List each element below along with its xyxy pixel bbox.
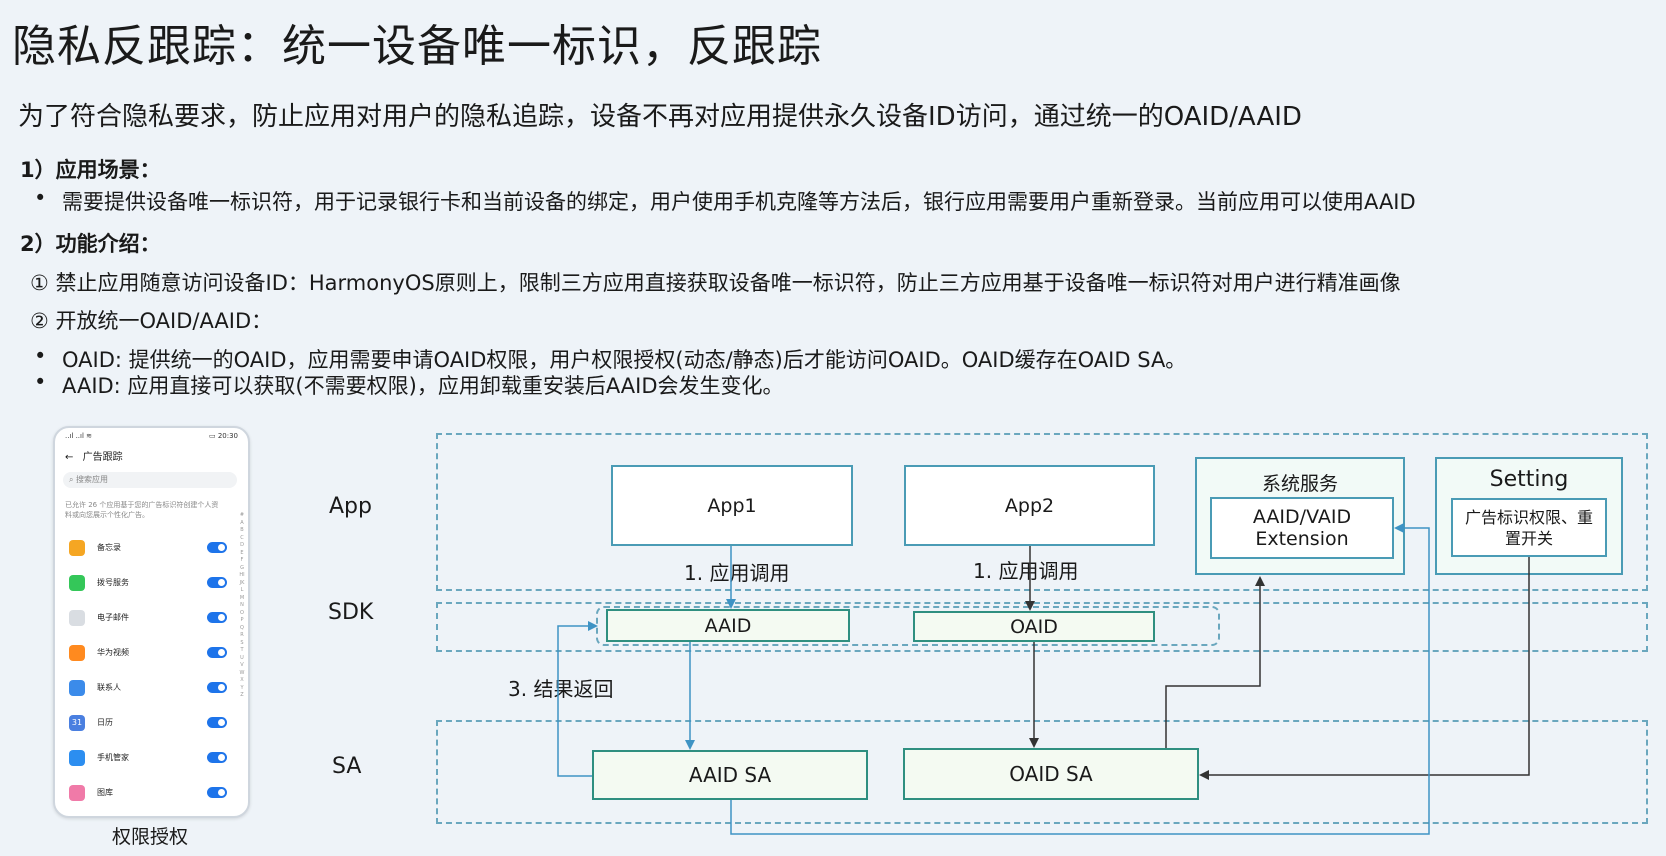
app-layer-region — [436, 433, 1648, 591]
shield-icon — [69, 750, 85, 766]
phone-caption: 权限授权 — [112, 826, 189, 848]
feature-item-1: ① 禁止应用随意访问设备ID：HarmonyOS原则上，限制三方应用直接获取设备… — [30, 271, 1401, 295]
aaid-bullet: AAID: 应用直接可以获取(不需要权限)，应用卸载重安装后AAID会发生变化。 — [34, 370, 783, 400]
sa-layer-region — [436, 720, 1648, 824]
aaid-vaid-extension-node: AAID/VAID Extension — [1210, 497, 1394, 559]
layer-label-sa: SA — [332, 754, 362, 779]
edge-label-app1-call: 1. 应用调用 — [684, 561, 790, 585]
oaid-sa-node: OAID SA — [903, 748, 1199, 800]
permission-toggle[interactable] — [207, 612, 227, 623]
app-row: 电子邮件 — [55, 604, 245, 638]
permission-toggle[interactable] — [207, 752, 227, 763]
battery-time: ▭ 20:30 — [208, 432, 238, 440]
app-row: 拨号服务 — [55, 569, 245, 603]
sdk-layer-region — [436, 602, 1648, 652]
app2-node: App2 — [904, 465, 1155, 546]
edge-aaidsa-extension — [730, 523, 1430, 835]
section-heading-scenario: 1）应用场景： — [20, 158, 161, 182]
section-heading-features: 2）功能介绍： — [20, 232, 161, 256]
app-name: 拨号服务 — [97, 578, 129, 587]
contacts-icon — [69, 680, 85, 696]
app-row: 31 日历 — [55, 709, 245, 743]
permission-toggle[interactable] — [207, 717, 227, 728]
phone-header: ← 广告跟踪 — [65, 448, 123, 463]
phone-description: 已允许 26 个应用基于您的广告标识符创建个人资料或向您展示个性化广告。 — [65, 501, 219, 519]
app-name: 联系人 — [97, 683, 121, 692]
app-row: 手机管家 — [55, 744, 245, 778]
app-name: 图库 — [97, 788, 113, 797]
memo-icon — [69, 540, 85, 556]
scenario-bullet: 需要提供设备唯一标识符，用于记录银行卡和当前设备的绑定，用户使用手机克隆等方法后… — [34, 186, 1416, 216]
layer-label-sdk: SDK — [328, 600, 374, 625]
app-row: 联系人 — [55, 674, 245, 708]
permission-toggle[interactable] — [207, 787, 227, 798]
calendar-icon: 31 — [69, 715, 85, 731]
app-name: 日历 — [97, 718, 113, 727]
app-name: 备忘录 — [97, 543, 121, 552]
mail-icon — [69, 610, 85, 626]
feature-item-2: ② 开放统一OAID/AAID： — [30, 309, 273, 333]
app-row: 备忘录 — [55, 534, 245, 568]
app-row: 图库 — [55, 779, 245, 813]
oaid-sdk-node: OAID — [913, 611, 1155, 642]
permission-toggle[interactable] — [207, 542, 227, 553]
signal-icon: ..ıl ..ıl ≋ — [65, 432, 92, 440]
setting-label: Setting — [1489, 467, 1569, 492]
phone-search-input[interactable]: ⌕ 搜索应用 — [63, 472, 237, 488]
edge-label-result-return: 3. 结果返回 — [508, 677, 614, 701]
search-placeholder: 搜索应用 — [76, 475, 109, 484]
system-service-label: 系统服务 — [1261, 473, 1338, 495]
permission-toggle[interactable] — [207, 577, 227, 588]
oaid-bullet: OAID: 提供统一的OAID，应用需要申请OAID权限，用户权限授权(动态/静… — [34, 344, 1186, 374]
page-title: 隐私反跟踪：统一设备唯一标识，反跟踪 — [12, 21, 822, 72]
phone-header-title: 广告跟踪 — [82, 452, 123, 463]
back-arrow-icon[interactable]: ← — [65, 452, 74, 463]
page-subtitle: 为了符合隐私要求，防止应用对用户的隐私追踪，设备不再对应用提供永久设备ID访问，… — [18, 102, 1302, 132]
layer-label-app: App — [329, 494, 372, 519]
app-row: 华为视频 — [55, 639, 245, 673]
app1-node: App1 — [611, 465, 853, 546]
app-name: 手机管家 — [97, 753, 129, 762]
permission-toggle[interactable] — [207, 682, 227, 693]
video-icon — [69, 645, 85, 661]
aaid-sa-node: AAID SA — [592, 750, 868, 800]
phone-icon — [69, 575, 85, 591]
edge-oaidsa-extension — [1165, 576, 1265, 748]
edge-result-return — [557, 621, 598, 777]
aaid-sdk-node: AAID — [606, 609, 850, 642]
permission-toggle[interactable] — [207, 647, 227, 658]
search-icon: ⌕ — [69, 475, 74, 484]
alphabet-index[interactable]: #ABCDEFGHIJKLMNOPQRSTUVWXYZ — [239, 512, 245, 698]
phone-mockup: ..ıl ..ıl ≋ ▭ 20:30 ← 广告跟踪 ⌕ 搜索应用 已允许 26… — [53, 426, 250, 818]
edge-setting-oaidsa — [1199, 557, 1530, 780]
ad-permission-node: 广告标识权限、重置开关 — [1451, 498, 1607, 557]
gallery-icon — [69, 785, 85, 801]
edge-label-app2-call: 1. 应用调用 — [973, 559, 1079, 583]
app-name: 华为视频 — [97, 648, 129, 657]
app-name: 电子邮件 — [97, 613, 129, 622]
